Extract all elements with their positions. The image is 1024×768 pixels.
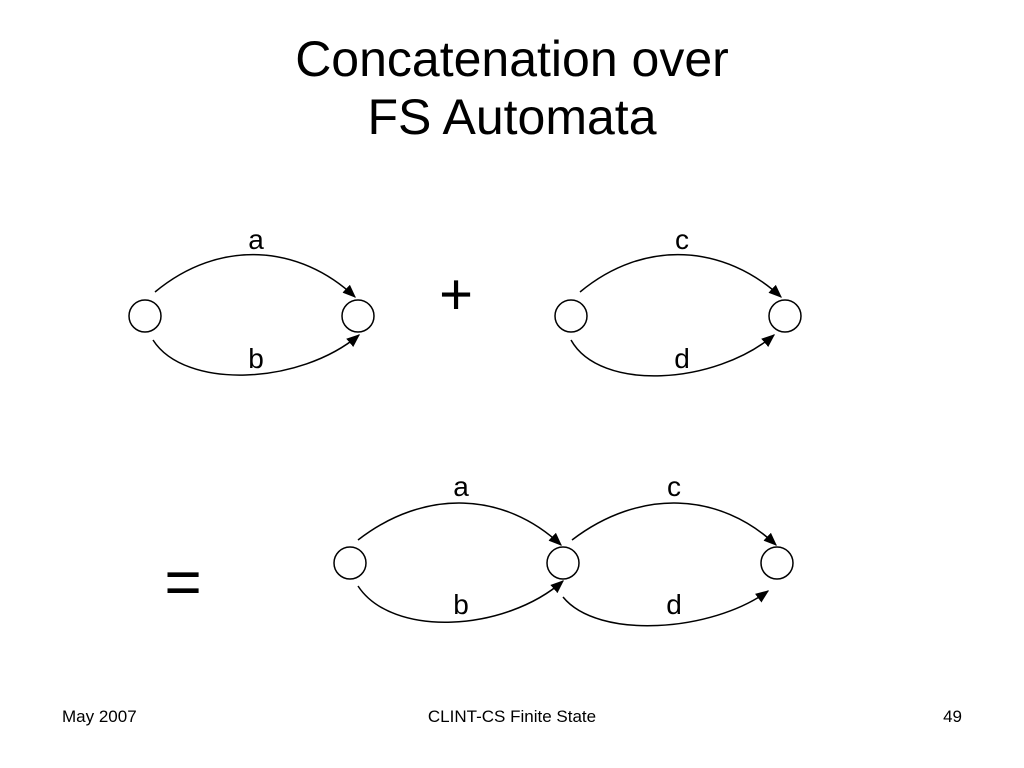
result-arc-c [571, 502, 777, 546]
result-label-a: a [453, 471, 469, 502]
automaton-2-label-c: c [675, 224, 689, 255]
plus-operator: + [439, 262, 473, 327]
result-start-state [333, 546, 367, 580]
footer-date: May 2007 [62, 707, 137, 726]
automaton-1-end-state [341, 299, 375, 333]
result-middle-state [546, 546, 580, 580]
slide-title-line1: Concatenation over [295, 31, 729, 87]
slide-title-line2: FS Automata [367, 89, 657, 145]
automaton-2-start-state [554, 299, 588, 333]
result-arc-b [357, 580, 565, 623]
automaton-2: c d [554, 224, 802, 377]
equals-operator: = [164, 546, 201, 618]
automaton-1-arc-b [152, 334, 361, 376]
result-arc-a [357, 502, 562, 546]
result-label-c: c [667, 471, 681, 502]
result-label-d: d [666, 589, 682, 620]
result-label-b: b [453, 589, 469, 620]
automaton-1-label-a: a [248, 224, 264, 255]
result-arc-d [562, 590, 770, 627]
automaton-1-start-state [128, 299, 162, 333]
automaton-2-arc-c [579, 254, 782, 298]
automaton-1: a b [128, 224, 375, 376]
slide-title: Concatenation over FS Automata [0, 30, 1024, 146]
automaton-2-arc-d [570, 334, 776, 377]
footer-page-number: 49 [943, 707, 962, 726]
automaton-1-arc-a [154, 254, 356, 298]
automaton-2-end-state [768, 299, 802, 333]
result-end-state [760, 546, 794, 580]
footer-title: CLINT-CS Finite State [427, 707, 597, 726]
automaton-2-label-d: d [674, 343, 690, 374]
automaton-1-label-b: b [248, 343, 264, 374]
result-automaton: a b c d [333, 471, 794, 627]
